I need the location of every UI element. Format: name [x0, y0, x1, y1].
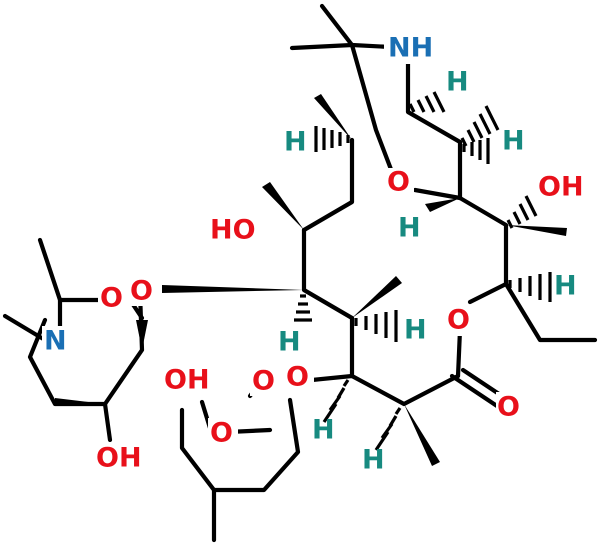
label-h-1: H: [446, 67, 469, 98]
label-h-8: H: [312, 415, 335, 446]
hash-bond-6: [508, 272, 552, 302]
hash-bond-7: [354, 310, 398, 342]
label-h-6: H: [404, 315, 427, 346]
hash-bond-8: [294, 294, 312, 322]
label-h-2: H: [284, 127, 307, 158]
hash-bond-4: [408, 91, 446, 113]
label-h-9: H: [362, 445, 385, 476]
label-oh-top-right: OH: [538, 172, 584, 203]
label-ho-left: HO: [210, 215, 256, 246]
hash-bond-1: [314, 126, 350, 152]
label-nh: NH: [388, 33, 433, 64]
label-o-cladinose-inner: O: [210, 418, 233, 449]
label-o-sugar-ring-left: O: [100, 283, 123, 314]
hash-bond-10: [374, 407, 402, 451]
label-h-4: H: [398, 213, 421, 244]
hashed-bonds: [294, 91, 552, 451]
label-o-glycoside-left: O: [130, 276, 153, 307]
label-o-lactone: O: [447, 305, 470, 336]
hash-bond-3: [462, 138, 490, 164]
label-o-cladinose-ring: O: [252, 366, 275, 397]
label-h-7: H: [278, 327, 301, 358]
hash-bond-2: [460, 105, 500, 147]
label-h-5: H: [554, 271, 577, 302]
label-oh-cladinose: OH: [164, 365, 210, 396]
label-o-ether: O: [387, 167, 410, 198]
bond-lines: [2, 3, 598, 543]
label-o-carbonyl: O: [497, 392, 520, 423]
hash-bond-5: [506, 195, 538, 229]
label-o-glycoside-bottom: O: [286, 362, 309, 393]
label-h-3: H: [502, 126, 525, 157]
atom-labels: NH O OH HO O O N OH O O O OH O O H H H H…: [42, 32, 590, 476]
label-oh-sugar-bottom: OH: [96, 443, 142, 474]
wedge-bonds: [55, 94, 567, 466]
hash-bond-9: [322, 379, 350, 423]
label-n-sugar: N: [44, 326, 67, 357]
